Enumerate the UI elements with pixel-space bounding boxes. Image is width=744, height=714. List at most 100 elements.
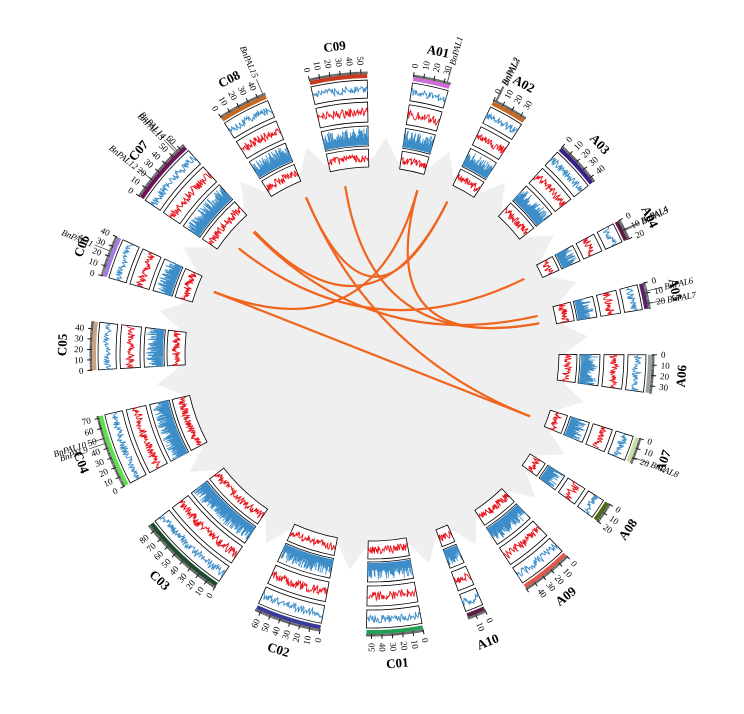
tick-label: 40 [75,322,85,333]
minor-tick [103,440,105,441]
minor-tick [280,619,281,621]
major-tick [423,629,424,634]
minor-tick [99,425,101,426]
minor-tick [106,449,108,450]
minor-tick [635,449,637,450]
minor-tick [481,612,482,614]
minor-tick [251,99,252,101]
minor-tick [469,617,470,619]
minor-tick [262,94,263,96]
minor-tick [294,623,295,625]
minor-tick [107,452,109,453]
minor-tick [625,234,627,235]
minor-tick [446,81,447,83]
minor-tick [106,257,108,258]
minor-tick [479,613,480,615]
minor-tick [102,272,104,273]
minor-tick [620,222,622,223]
minor-tick [112,462,114,463]
minor-tick [433,78,434,80]
minor-tick [103,266,105,267]
minor-tick [100,429,102,430]
chromosome-label: A01 [426,41,451,60]
minor-tick [624,231,626,232]
minor-tick [450,83,451,85]
minor-tick [260,95,261,97]
minor-tick [302,625,303,627]
minor-tick [626,236,628,237]
minor-tick [295,623,296,625]
tick-label: 10 [661,361,671,371]
minor-tick [442,80,443,82]
minor-tick [255,97,256,99]
tick-label: 10 [409,639,420,650]
minor-tick [97,420,99,421]
minor-tick [638,442,640,443]
minor-tick [102,271,104,272]
minor-tick [119,479,121,480]
minor-tick [311,78,312,80]
minor-tick [101,273,103,274]
minor-tick [638,440,640,441]
minor-tick [267,614,268,616]
minor-tick [120,481,122,482]
gap-wedge [338,544,366,570]
minor-tick [620,223,622,224]
minor-tick [281,619,282,621]
minor-tick [636,447,638,448]
minor-tick [114,469,116,470]
minor-tick [633,455,635,456]
minor-tick [622,226,624,227]
tick-label: 0 [650,275,657,286]
minor-tick [619,222,621,223]
major-tick [650,386,655,387]
minor-tick [441,80,442,82]
minor-tick [252,98,253,100]
minor-tick [122,484,124,485]
minor-tick [101,434,103,435]
minor-tick [257,610,258,612]
minor-tick [500,103,501,105]
gap-wedge [563,325,589,353]
minor-tick [243,103,244,105]
minor-tick [108,254,110,255]
minor-tick [245,101,246,103]
tick-label: 0 [111,485,120,496]
minor-tick [304,626,305,628]
minor-tick [101,433,103,434]
minor-tick [259,95,260,97]
minor-tick [499,102,500,104]
minor-tick [312,628,313,630]
minor-tick [253,98,254,100]
minor-tick [255,609,256,611]
minor-tick [112,464,114,465]
minor-tick [291,622,292,624]
tick-label: 70 [81,415,93,427]
minor-tick [111,461,113,462]
major-tick [403,632,404,637]
minor-tick [108,255,110,256]
minor-tick [278,618,279,620]
chromosome-label: C05 [54,333,70,356]
minor-tick [285,620,286,622]
minor-tick [113,465,115,466]
minor-tick [107,257,109,258]
minor-tick [621,224,623,225]
minor-tick [306,626,307,628]
minor-tick [293,623,294,625]
minor-tick [103,439,105,440]
minor-tick [449,82,450,84]
tick-label: 10 [474,621,487,634]
minor-tick [112,463,114,464]
minor-tick [262,612,263,614]
minor-tick [643,284,645,285]
major-tick [424,74,425,79]
tick-label: 10 [74,355,84,365]
tick-label: 0 [79,366,85,376]
minor-tick [106,259,108,260]
minor-tick [102,270,104,271]
minor-tick [637,445,639,446]
minor-tick [300,625,301,627]
major-tick [319,629,320,634]
